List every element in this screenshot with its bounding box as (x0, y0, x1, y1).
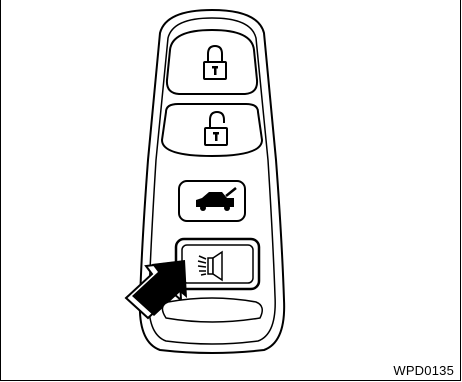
unlock-button[interactable] (162, 104, 262, 156)
panic-button[interactable] (176, 239, 259, 289)
lock-button[interactable] (167, 30, 257, 94)
key-ring-slot (162, 298, 262, 322)
trunk-button[interactable] (179, 181, 245, 221)
figure-code: WPD0135 (393, 363, 454, 378)
